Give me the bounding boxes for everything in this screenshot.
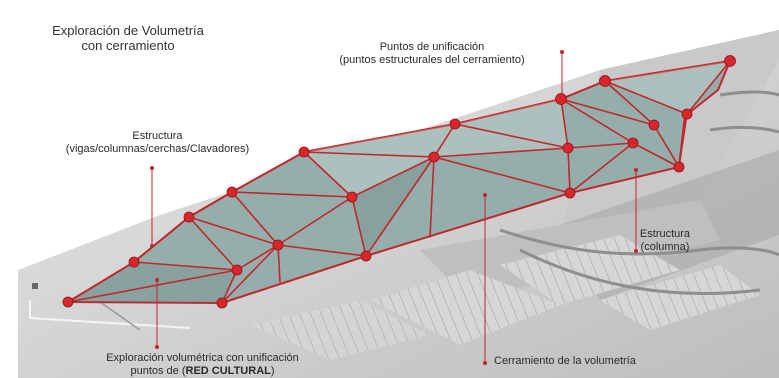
label-exploration-prefix: puntos de ( (130, 365, 186, 377)
leader-dots (150, 50, 638, 365)
panel-shading (68, 61, 730, 303)
leader-lines (151, 52, 637, 363)
title-line-1: Exploración de Volumetría (52, 23, 204, 38)
unification-nodes (62, 55, 736, 309)
label-structure-members: Estructura (vigas/columnas/cerchas/Clava… (55, 130, 260, 156)
label-volumetric-exploration: Exploración volumétrica con unificación … (80, 352, 325, 378)
title-line-2: con cerramiento (81, 38, 175, 53)
label-exploration-line-2: puntos de (RED CULTURAL) (80, 365, 325, 378)
label-enclosure: Cerramiento de la volumetría (494, 355, 636, 367)
roads (499, 90, 779, 296)
label-unification-line-2: (puntos estructurales del cerramiento) (339, 54, 525, 66)
label-exploration-suffix: ) (270, 365, 275, 377)
label-red-cultural: RED CULTURAL (185, 365, 271, 377)
diagram-title: Exploración de Volumetría con cerramient… (38, 23, 218, 53)
label-unification-line-1: Puntos de unificación (379, 41, 485, 53)
label-column-line-1: Estructura (639, 228, 691, 240)
label-structure-column: Estructura (columna) (630, 228, 700, 254)
label-unification-points: Puntos de unificación (puntos estructura… (312, 41, 552, 67)
label-structure-line-2: (vigas/columnas/cerchas/Clavadores) (65, 143, 250, 155)
structural-members (67, 60, 731, 304)
label-exploration-line-1: Exploración volumétrica con unificación (106, 352, 299, 364)
label-structure-line-1: Estructura (132, 130, 183, 142)
label-column-line-2: (columna) (640, 241, 690, 253)
